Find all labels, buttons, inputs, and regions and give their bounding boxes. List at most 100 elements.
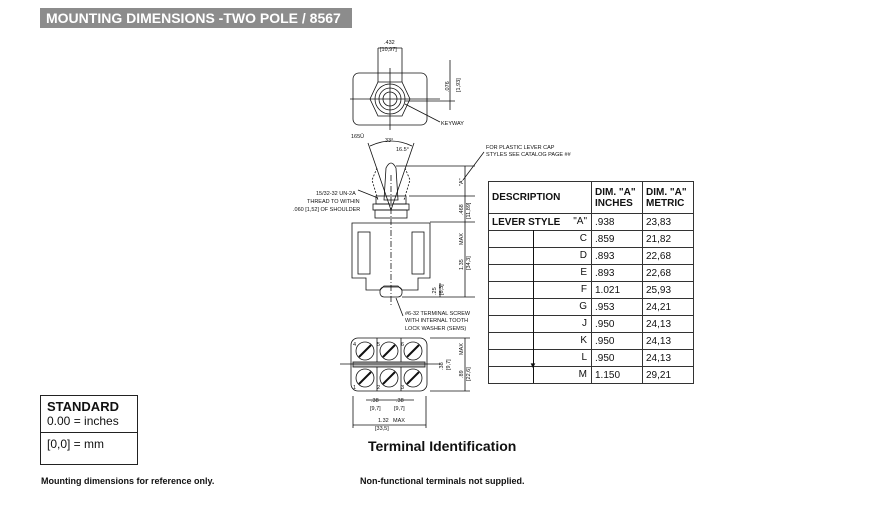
angle-half: 16.5° [396,147,409,153]
terminal-number: 6 [401,342,404,348]
bottom-width-max: MAX [393,418,405,424]
inches-cell: 1.150 [591,366,643,384]
description-cell: J [488,315,592,333]
keyway-mm: [1,93] [456,78,462,92]
standard-title: STANDARD [47,399,119,414]
top-width-mm: [10,97] [380,47,397,53]
metric-cell: 21,82 [642,230,694,248]
lever-style-label: LEVER STYLE [492,216,561,228]
screw-slot [358,371,372,385]
side-view: 165Û 33° 16.5° FOR PLASTIC LEVER CAP STY… [293,133,572,332]
thread-note-2: THREAD TO WITHIN [307,199,360,205]
screw-slot [382,371,396,385]
inches-cell: .950 [591,349,643,367]
inches-cell: .950 [591,332,643,350]
header-description: DESCRIPTION [488,181,592,214]
description-cell: ▼L [488,349,592,370]
arrow-line [533,264,534,281]
terminal-mm: [6,3] [439,284,445,295]
inches-cell: .950 [591,315,643,333]
bottom-height-mm: [22,6] [466,367,472,381]
lever-style: F [580,284,587,295]
lever-style: "A" [573,216,587,227]
terminal-number: 5 [377,342,380,348]
inches-cell: .953 [591,298,643,316]
thread-note-3: .060 [1,52] OF SHOULDER [293,207,360,213]
screw-note-2: WITH INTERNAL TOOTH [405,318,468,324]
arrow-line [533,315,534,332]
vert-spacing-in: .38 [439,362,445,370]
metric-cell: 23,83 [642,213,694,231]
bottom-max: MAX [459,343,465,355]
lever-style: M [578,369,587,380]
inches-cell: .938 [591,213,643,231]
inches-cell: .859 [591,230,643,248]
description-cell: K [488,332,592,350]
screw-note-1: #6-32 TERMINAL SCREW [405,311,471,317]
lever-style: D [579,250,587,261]
inches-cell: .893 [591,264,643,282]
arrow-line [533,247,534,264]
term-spacing-mm-2: [9,7] [394,406,405,412]
arrow-line [533,366,534,383]
vert-spacing-mm: [9,7] [446,359,452,370]
arrow-line [533,298,534,315]
screw-note-3: LOCK WASHER (SEMS) [405,326,466,332]
arrow-head-icon: ▼ [529,361,537,370]
description-cell: LEVER STYLE "A" [488,213,592,231]
term-spacing-mm-1: [9,7] [370,406,381,412]
terminal-number: 3 [401,385,404,391]
bottom-height-in: .89 [459,370,465,378]
screw-slot [406,371,420,385]
bottom-width-mm: [33,5] [375,426,389,432]
terminal-in: .25 [432,287,438,295]
arrow-line [533,349,534,366]
description-cell: F [488,281,592,299]
bushing-mm: [11,89] [466,202,472,219]
metric-cell: 24,13 [642,315,694,333]
max-label: MAX [459,233,465,245]
keyway-label: KEYWAY [441,121,464,127]
metric-cell: 29,21 [642,366,694,384]
cap-note-2: STYLES SEE CATALOG PAGE ## [486,152,572,158]
page-title: MOUNTING DIMENSIONS -TWO POLE / 8567 [40,8,352,28]
footer-left: Mounting dimensions for reference only. [41,476,215,486]
description-cell: D [488,247,592,265]
dimension-table: DESCRIPTION DIM. "A" INCHES DIM. "A" MET… [488,181,694,384]
terminal-number: 2 [377,385,380,391]
terminal-screw [355,368,375,388]
angle-label: 165Û [351,133,364,140]
header-metric: DIM. "A" METRIC [642,181,694,214]
description-cell: M [488,366,592,384]
top-view: .432 [10,97] .076 [1,93] KEYWAY [350,40,464,130]
arrow-line [533,332,534,349]
lever-style: L [581,352,587,363]
lever-style: K [580,335,587,346]
bushing-in: .468 [459,204,465,215]
bottom-width-in: 1.32 [378,418,389,424]
metric-cell: 22,68 [642,247,694,265]
body-height-mm: [34,3] [466,256,472,270]
screw-slot [382,344,396,358]
standard-legend: STANDARD 0.00 = inches [0,0] = mm [40,395,138,465]
metric-cell: 25,93 [642,281,694,299]
description-cell: C [488,230,592,248]
terminal-screw [403,368,423,388]
lever-style: G [579,301,587,312]
lever-style: J [582,318,587,329]
metric-cell: 24,13 [642,349,694,367]
terminal-screw [403,341,423,361]
header-inches: DIM. "A" INCHES [591,181,643,214]
lever-style: E [580,267,587,278]
screw-slot [406,344,420,358]
inches-cell: .893 [591,247,643,265]
keyway-in: .076 [445,81,451,92]
